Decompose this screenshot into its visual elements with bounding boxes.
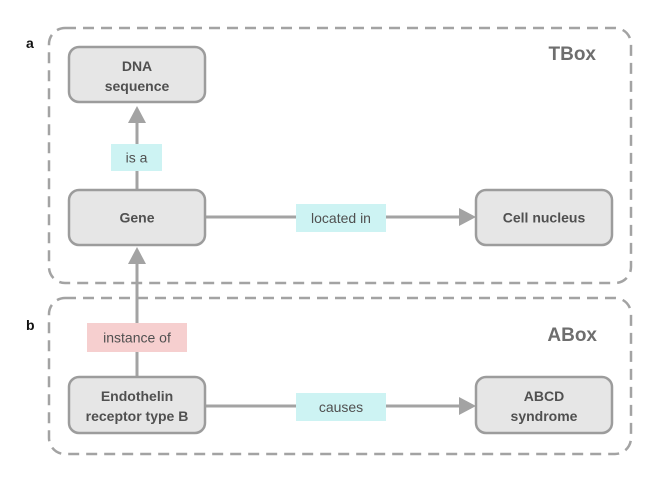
node-cell-nucleus-label: Cell nucleus xyxy=(503,210,586,226)
edge-label-located-in-text: located in xyxy=(311,210,371,226)
arrowhead-causes xyxy=(459,397,476,415)
node-abcd-syndrome: ABCD syndrome xyxy=(474,375,614,435)
node-dna-sequence-box xyxy=(67,45,207,104)
tbox-frame xyxy=(47,26,633,285)
arrowhead-is-a xyxy=(128,106,146,123)
node-abcd-syndrome-line-1: ABCD xyxy=(524,388,564,404)
panel-letter-a: a xyxy=(26,35,34,51)
node-gene-label: Gene xyxy=(119,210,154,226)
node-endothelin-receptor-box xyxy=(67,375,207,435)
abox-title: ABox xyxy=(547,325,597,346)
edge-label-is-a: is a xyxy=(111,144,162,171)
edge-label-is-a-bg xyxy=(111,144,162,171)
edge-label-located-in: located in xyxy=(296,204,386,232)
arrowhead-instance-of xyxy=(128,247,146,264)
node-endothelin-receptor-line-1: Endothelin xyxy=(101,388,173,404)
node-dna-sequence-line-2: sequence xyxy=(105,78,170,94)
edge-label-causes-bg xyxy=(296,393,386,421)
arrowhead-located-in xyxy=(459,208,476,226)
edge-label-instance-of: instance of xyxy=(87,323,187,352)
edge-label-causes-text: causes xyxy=(319,399,363,415)
edge-label-instance-of-text: instance of xyxy=(103,330,171,346)
panel-letter-b: b xyxy=(26,317,35,333)
edge-label-causes: causes xyxy=(296,393,386,421)
node-cell-nucleus: Cell nucleus xyxy=(474,188,614,247)
edge-label-instance-of-bg xyxy=(87,323,187,352)
node-abcd-syndrome-line-2: syndrome xyxy=(511,408,578,424)
node-dna-sequence-line-1: DNA xyxy=(122,58,152,74)
abox-frame xyxy=(47,296,633,456)
node-gene-box xyxy=(67,188,207,247)
node-gene: Gene xyxy=(67,188,207,247)
tbox-title: TBox xyxy=(549,44,597,65)
node-endothelin-receptor: Endothelin receptor type B xyxy=(67,375,207,435)
node-endothelin-receptor-line-2: receptor type B xyxy=(86,408,189,424)
node-dna-sequence: DNA sequence xyxy=(67,45,207,104)
node-abcd-syndrome-box xyxy=(474,375,614,435)
edge-label-located-in-bg xyxy=(296,204,386,232)
node-cell-nucleus-box xyxy=(474,188,614,247)
edge-label-is-a-text: is a xyxy=(126,150,148,166)
